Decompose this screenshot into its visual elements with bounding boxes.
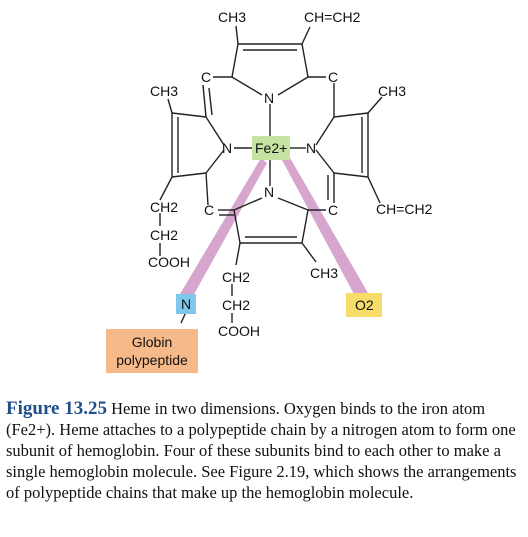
left-chain-cooh: COOH <box>148 254 190 270</box>
left-chain-ch2-2: CH2 <box>150 227 178 243</box>
ch3-left-label: CH3 <box>150 83 178 99</box>
n-bottom-label: N <box>264 184 274 200</box>
n-left-label: N <box>222 140 232 156</box>
fe-globin-bond-band <box>180 158 267 296</box>
n-globin-label: N <box>181 296 191 312</box>
bottom-chain-cooh: COOH <box>218 323 260 339</box>
c-mid-right-label: C <box>328 202 338 218</box>
figure-number: Figure 13.25 <box>6 398 107 419</box>
c-top-left-label: C <box>201 69 211 85</box>
caption-text: Heme in two dimensions. Oxygen binds to … <box>6 399 517 502</box>
c-mid-left-label: C <box>204 202 214 218</box>
vinyl-top-label: CH=CH2 <box>304 9 361 25</box>
o2-label: O2 <box>355 297 374 313</box>
ch3-right-label: CH3 <box>378 83 406 99</box>
figure-caption: Figure 13.25 Heme in two dimensions. Oxy… <box>6 398 522 503</box>
globin-label-line2: polypeptide <box>116 352 188 368</box>
fe-ion-box <box>252 136 290 160</box>
ch3-top-label: CH3 <box>218 9 246 25</box>
o2-box <box>346 293 382 317</box>
vinyl-right-label: CH=CH2 <box>376 201 433 217</box>
fe-ion-label: Fe2+ <box>255 140 287 156</box>
ring-bonds <box>159 25 383 324</box>
bottom-chain-ch2-1: CH2 <box>222 269 250 285</box>
ch3-bottom-label: CH3 <box>310 265 338 281</box>
n-top-label: N <box>264 90 274 106</box>
c-top-right-label: C <box>328 69 338 85</box>
globin-polypeptide-box <box>106 329 198 373</box>
heme-structure-diagram: CH3 CH=CH2 CH3 CH3 CH=CH2 CH3 C C C C N … <box>106 9 433 373</box>
left-chain-ch2-1: CH2 <box>150 199 178 215</box>
bottom-chain-ch2-2: CH2 <box>222 297 250 313</box>
globin-label-line1: Globin <box>132 334 172 350</box>
fe-o2-bond-band <box>282 156 368 296</box>
n-right-label: N <box>306 140 316 156</box>
n-globin-box <box>176 294 196 314</box>
